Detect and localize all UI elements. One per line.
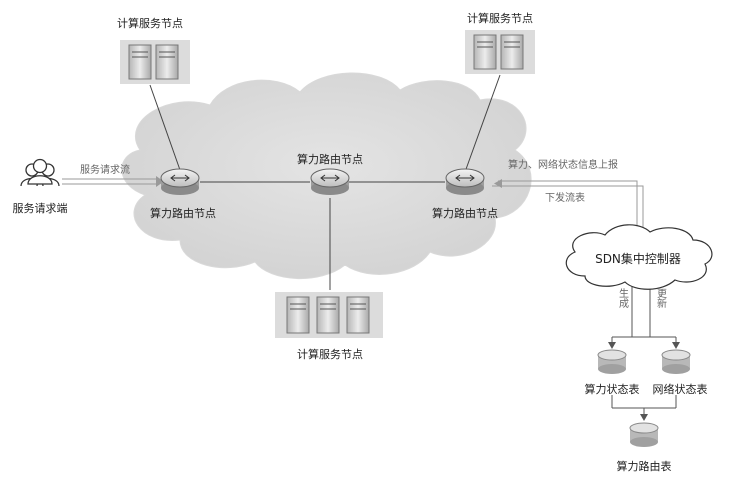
- generate-label: 生成: [617, 287, 629, 309]
- users-icon: [20, 158, 60, 187]
- client-label: 服务请求端: [13, 202, 68, 215]
- compute-node-bottom: [275, 292, 383, 338]
- compute-node-bottom-label: 计算服务节点: [297, 347, 363, 361]
- sdn-controller-cloud: [565, 224, 713, 290]
- compute-node-top-left-label: 计算服务节点: [117, 16, 183, 30]
- link-compute-left: [149, 84, 181, 171]
- connections: [149, 74, 501, 290]
- router-left-label: 算力路由节点: [150, 206, 216, 220]
- report-label: 算力、网络状态信息上报: [508, 158, 618, 171]
- controller-label: SDN集中控制器: [595, 251, 681, 266]
- router-right-icon: [445, 168, 485, 195]
- compute-node-top-right-label: 计算服务节点: [467, 11, 533, 25]
- router-center-label: 算力路由节点: [297, 152, 363, 166]
- routing-table-label: 算力路由表: [617, 459, 672, 473]
- update-label: 更新: [655, 288, 667, 309]
- network-state-table-label: 网络状态表: [653, 382, 708, 396]
- link-compute-right: [464, 74, 501, 173]
- request-flow-label: 服务请求流: [80, 163, 130, 176]
- report-path: [492, 179, 644, 240]
- network-state-table-icon: [661, 349, 691, 374]
- compute-state-table-label: 算力状态表: [585, 382, 640, 396]
- compute-state-table-icon: [597, 349, 627, 374]
- router-left-icon: [160, 168, 200, 195]
- compute-node-top-right: [465, 30, 535, 74]
- router-center-icon: [310, 168, 350, 195]
- request-flow-arrow: [62, 176, 164, 187]
- routing-table-icon: [629, 422, 659, 447]
- compute-node-top-left: [120, 40, 190, 84]
- flow-table-label: 下发流表: [545, 191, 585, 204]
- router-right-label: 算力路由节点: [432, 206, 498, 220]
